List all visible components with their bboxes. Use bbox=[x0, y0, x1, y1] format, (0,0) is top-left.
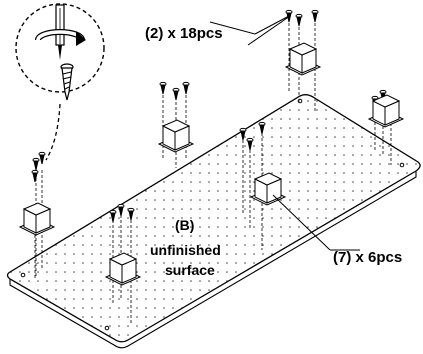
screw bbox=[109, 209, 117, 223]
screwdriver-rotate-icon bbox=[35, 4, 86, 60]
surface-label-line2: surface bbox=[165, 262, 215, 278]
screw bbox=[182, 81, 190, 95]
block-group bbox=[18, 42, 405, 286]
screw bbox=[38, 151, 46, 165]
screw bbox=[127, 207, 135, 221]
screw bbox=[117, 203, 125, 217]
screw bbox=[239, 127, 247, 141]
screw bbox=[31, 169, 39, 183]
screw bbox=[246, 137, 254, 151]
corner-block bbox=[157, 119, 195, 153]
screw-icon bbox=[60, 63, 74, 101]
corner-block bbox=[367, 94, 405, 128]
part-label: (B) bbox=[175, 217, 194, 233]
screws-callout: (2) x 18pcs bbox=[145, 25, 223, 42]
corner-block bbox=[249, 172, 287, 206]
blocks-callout: (7) x 6pcs bbox=[333, 249, 402, 266]
corner-block bbox=[104, 252, 142, 286]
screw bbox=[172, 87, 180, 101]
corner-block bbox=[18, 202, 56, 236]
callout-lines bbox=[209, 15, 360, 251]
screw bbox=[32, 157, 40, 171]
corner-block bbox=[284, 42, 322, 76]
screw bbox=[295, 13, 303, 27]
screw bbox=[258, 121, 266, 135]
screwdriver-detail bbox=[15, 3, 105, 161]
tabletop-panel bbox=[6, 94, 421, 349]
screw bbox=[159, 81, 167, 95]
screw bbox=[311, 9, 319, 23]
surface-label-line1: unfinished bbox=[150, 242, 221, 258]
